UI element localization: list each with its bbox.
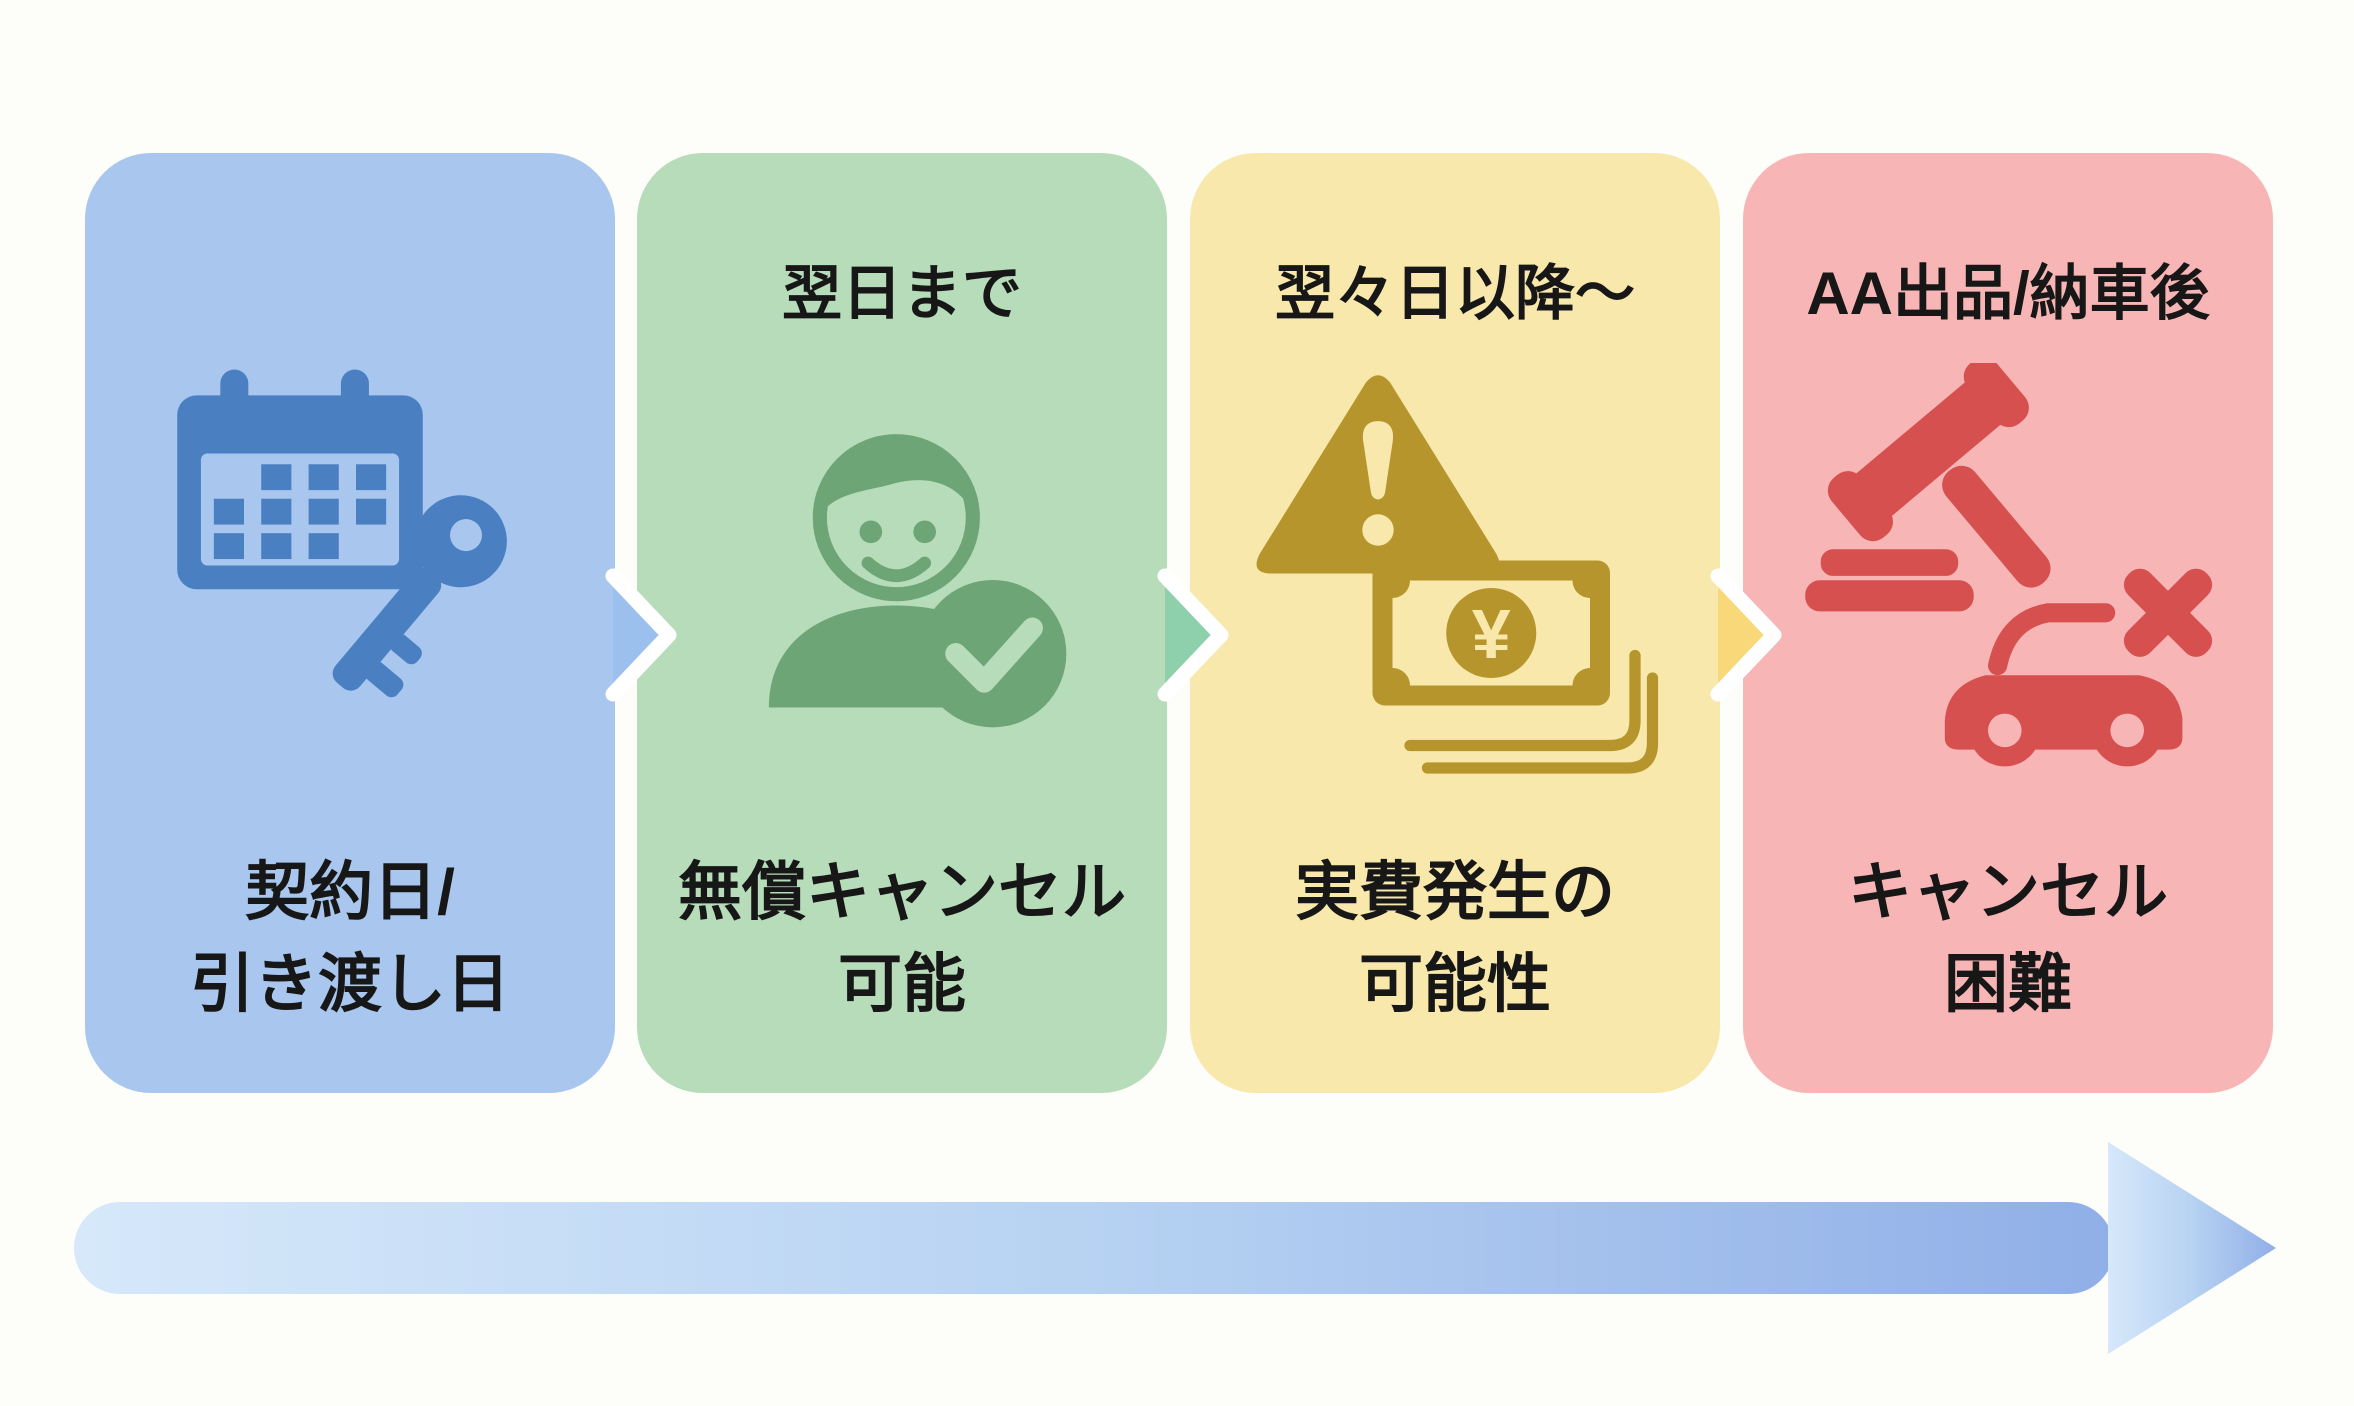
warning-money-illustration: ¥ xyxy=(1225,363,1685,793)
panel-header: AA出品/納車後 xyxy=(1806,259,2210,327)
caption-line: キャンセル xyxy=(1848,856,2168,928)
caption-line: 可能性 xyxy=(1359,948,1551,1020)
chevron-right-icon xyxy=(605,568,677,702)
warning-triangle-icon xyxy=(1256,375,1500,574)
panel-cancellation-difficult: AA出品/納車後 xyxy=(1743,153,2273,1093)
caption-line: 困難 xyxy=(1944,948,2072,1020)
panel-caption: キャンセル 困難 xyxy=(1743,793,2273,1093)
arrowhead-right-icon xyxy=(2108,1142,2276,1354)
panel-caption: 無償キャンセル 可能 xyxy=(637,793,1167,1093)
panel-header xyxy=(85,153,615,363)
person-check-illustration xyxy=(672,363,1132,793)
panel-free-cancellation: 翌日まで 無償キャンセル 可能 xyxy=(637,153,1229,1093)
car-x-icon xyxy=(1944,568,2213,767)
chevron-right-icon xyxy=(1710,568,1782,702)
calendar-key-illustration xyxy=(120,363,580,793)
panel-header: 翌々日以降〜 xyxy=(1275,259,1635,327)
caption-line: 可能 xyxy=(838,948,966,1020)
gavel-icon xyxy=(1805,363,2051,612)
panel-caption: 契約日/ 引き渡し日 xyxy=(85,793,615,1093)
x-mark-icon xyxy=(2123,568,2213,657)
caption-line: 契約日/ xyxy=(245,856,455,928)
caption-line: 無償キャンセル xyxy=(678,856,1126,928)
person-check-icon xyxy=(768,434,1067,728)
calendar-icon xyxy=(177,369,423,590)
caption-line: 引き渡し日 xyxy=(190,948,510,1020)
banknotes-yen-icon: ¥ xyxy=(1372,560,1659,774)
gavel-car-illustration xyxy=(1778,363,2238,793)
timeline-arrow xyxy=(74,1142,2276,1354)
panel-header: 翌日まで xyxy=(782,259,1022,327)
panel-caption: 実費発生の 可能性 xyxy=(1190,793,1720,1093)
yen-symbol: ¥ xyxy=(1472,595,1511,673)
chevron-right-icon xyxy=(1157,568,1229,702)
panel-contract-delivery-day: 契約日/ 引き渡し日 xyxy=(85,153,677,1093)
caption-line: 実費発生の xyxy=(1295,856,1615,928)
panel-actual-costs: 翌々日以降〜 ¥ 実費発生の 可能性 xyxy=(1190,153,1782,1093)
key-icon xyxy=(332,495,507,698)
